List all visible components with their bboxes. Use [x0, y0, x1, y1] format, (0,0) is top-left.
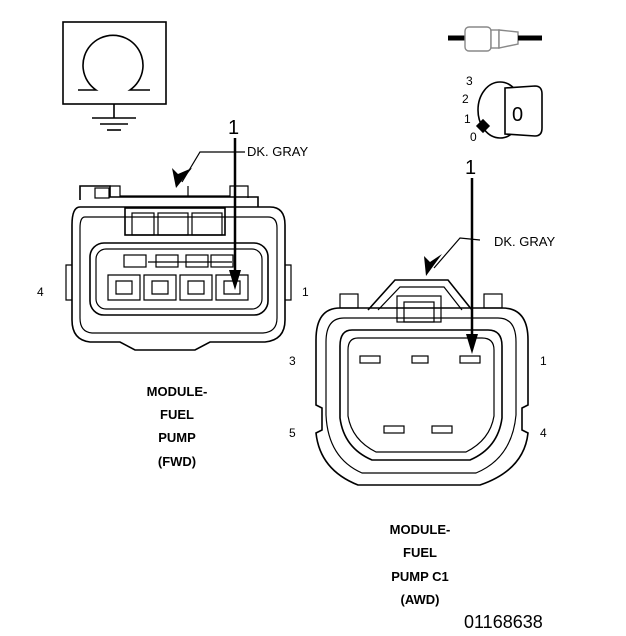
fwd-caption-line-3: PUMP [158, 430, 196, 445]
awd-pin-3-label: 3 [289, 354, 296, 368]
ignition-pos-3: 3 [466, 74, 473, 88]
ignition-pos-2: 2 [462, 92, 469, 106]
awd-pin-1-label: 1 [540, 354, 547, 368]
awd-caption-line-3: PUMP C1 [391, 569, 449, 584]
awd-caption: MODULE- FUEL PUMP C1 (AWD) [390, 522, 451, 607]
fwd-caption-line-2: FUEL [160, 407, 194, 422]
awd-connector [315, 279, 529, 486]
awd-pin-5-label: 5 [289, 426, 296, 440]
fwd-connector [65, 185, 292, 351]
ignition-pos-1: 1 [464, 112, 471, 126]
awd-caption-line-4: (AWD) [401, 592, 440, 607]
awd-pin-4-label: 4 [540, 426, 547, 440]
fwd-pin-4-label: 4 [37, 285, 44, 299]
ignition-pos-0: 0 [470, 130, 477, 144]
test-probe-icon [448, 26, 542, 52]
ohm-icon [62, 21, 167, 131]
fwd-pin-1-label: 1 [302, 285, 309, 299]
fwd-caption-line-4: (FWD) [158, 454, 196, 469]
ignition-switch-icon: 3 2 1 0 0 [462, 74, 543, 144]
awd-caption-line-1: MODULE- [390, 522, 451, 537]
fwd-caption: MODULE- FUEL PUMP (FWD) [147, 384, 208, 469]
figure-id: 01168638 [464, 612, 543, 632]
awd-pointer-number: 1 [465, 157, 476, 179]
ignition-key-label: 0 [512, 104, 523, 126]
awd-caption-line-2: FUEL [403, 545, 437, 560]
awd-wire-color-label: DK. GRAY [494, 234, 555, 249]
fwd-caption-line-1: MODULE- [147, 384, 208, 399]
fwd-pointer-number: 1 [228, 117, 239, 139]
fwd-wire-color-label: DK. GRAY [247, 144, 308, 159]
